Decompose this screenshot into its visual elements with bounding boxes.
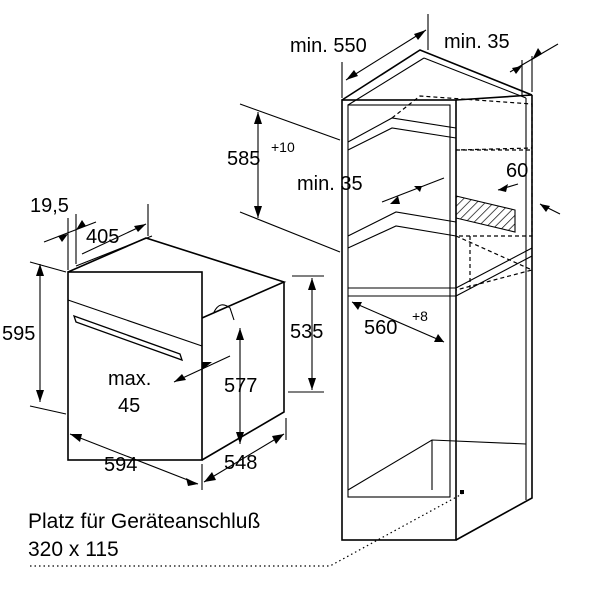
arrow-head [174, 374, 186, 382]
shelf-2 [347, 211, 457, 237]
cabinet-front [341, 99, 457, 541]
arrow-head [236, 328, 244, 340]
ext-line [239, 103, 341, 141]
oven-top-edge [75, 235, 153, 267]
oven-depth-label: 548 [224, 452, 257, 474]
dim-line-550 [345, 29, 427, 81]
arrow-head [540, 204, 550, 212]
panel-thickness-label: 19,5 [30, 195, 69, 217]
arrow-head [308, 278, 316, 290]
cabinet-opening [347, 104, 451, 498]
ext-line [239, 211, 341, 253]
dim-line-19 [43, 221, 97, 243]
arrow-head [58, 234, 68, 242]
shelf-3-side [455, 247, 533, 289]
arrow-head [272, 434, 284, 444]
ext-line [29, 405, 67, 415]
arrow-head [390, 196, 400, 204]
caption-leader-end [460, 490, 464, 494]
niche-dashed-back [456, 149, 533, 237]
ext-line [29, 261, 67, 273]
arrow-head [254, 112, 262, 124]
vent-depth-label: 60 [506, 160, 528, 182]
door-angle-label: max. [108, 368, 151, 390]
cabinet-top [341, 49, 533, 101]
arrow-head [36, 390, 44, 402]
control-panel-line [67, 299, 203, 347]
vent-cutout [455, 195, 516, 233]
oven-dimensions: 19,5 405 595 535 max. 45 577 [2, 195, 324, 490]
arrow-head [346, 70, 358, 80]
niche-height-label: 585 [227, 148, 260, 170]
niche-depth-tolerance: +8 [412, 308, 428, 324]
arrow-head [498, 184, 508, 192]
vent-gap-label: min. 35 [297, 173, 363, 195]
door-height-label: 577 [224, 375, 257, 397]
caption-line-2: 320 x 115 [28, 538, 119, 561]
caption-line-1: Platz für Geräteanschluß [28, 510, 260, 533]
arrow-head [434, 334, 444, 342]
caption-leader-line [30, 493, 463, 567]
cabinet-top-inner [347, 57, 425, 106]
oven-front [67, 271, 203, 461]
arrow-head [186, 478, 198, 486]
top-width-label: 405 [86, 226, 119, 248]
niche-depth-label: 560 [364, 317, 397, 339]
cabinet-floor [347, 439, 527, 491]
arrow-head [70, 434, 82, 442]
oven-side [201, 282, 285, 461]
arrow-head [512, 66, 522, 74]
caption: Platz für Geräteanschluß 320 x 115 [28, 490, 464, 567]
niche-height-tolerance: +10 [271, 139, 295, 155]
niche-dashed-floor [455, 235, 534, 291]
arrow-head [36, 264, 44, 276]
niche-width-label: min. 550 [290, 35, 367, 57]
arrow-head [352, 302, 362, 310]
shelf-2b [347, 225, 457, 249]
arrow-head [308, 378, 316, 390]
arrow-head [254, 206, 262, 218]
cabinet [341, 49, 534, 541]
oven-top [67, 237, 287, 319]
door-handle [72, 314, 184, 362]
oven-height-label: 595 [2, 323, 35, 345]
arrow-head [76, 220, 86, 230]
shelf-1b [347, 127, 457, 151]
door-angle-value: 45 [118, 395, 140, 417]
cavity-height-label: 535 [290, 321, 323, 343]
dim-line-560 [351, 301, 445, 343]
shelf-3b-side [455, 255, 533, 297]
niche-dashed-top [391, 95, 533, 151]
arrow-head [202, 362, 212, 370]
dim-line-405 [81, 223, 147, 255]
dim-line-548 [203, 433, 285, 483]
oven [67, 235, 287, 461]
gap-label: min. 35 [444, 31, 510, 53]
arrow-head [532, 48, 542, 60]
dim-line-594 [69, 433, 199, 485]
arrow-head [414, 186, 422, 192]
niche-dimensions: min. 550 min. 35 585 +10 min. 35 60 560 … [227, 14, 561, 343]
oven-width-label: 594 [104, 454, 137, 476]
arrow-head [134, 224, 146, 232]
arrow-head [414, 30, 426, 40]
cabinet-top-inner-back [423, 57, 527, 99]
side-hook [213, 304, 235, 321]
arrow-head [204, 472, 216, 482]
dim-line-vent [381, 177, 445, 203]
arrow-head [236, 432, 244, 444]
